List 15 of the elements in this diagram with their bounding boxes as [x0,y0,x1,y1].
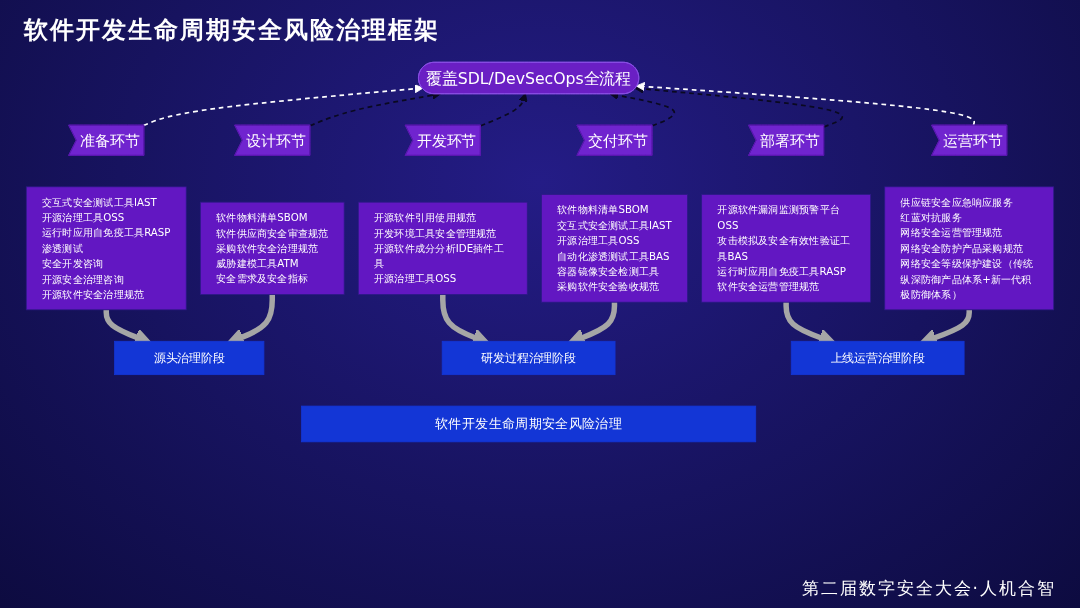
title: 软件开发生命周期安全风险治理框架 [24,15,440,46]
arrow [635,82,976,127]
arrow [479,92,528,127]
node-box: 开源软件引用使用规范 开发环境工具安全管理规范 开源软件成分分析IDE插件工具 开源治理工具OSS [357,201,528,295]
caption: 第二届数字安全大会·人机合智 [801,577,1056,600]
node-box: 软件物料清单SBOM 软件供应商安全审查规范 采购软件安全治理规范 威胁建模工具ATM 安全需求及安全指标 [199,201,345,295]
node-box: 供应链安全应急响应服务 红蓝对抗服务 网络安全运营管理规范 网络安全防护产品采购规范 网络安全等级保护建设（传统纵深防御产品体系+新一代积极防御体系） [884,186,1055,311]
node-box: 源头治理阶段 [114,340,265,376]
node-box: 软件物料清单SBOM 交互式安全测试工具IAST 开源治理工具OSS 自动化渗透测试工具BAS 容器镜像安全检测工具 采购软件安全验收规范 [541,194,688,303]
node-box: 上线运营治理阶段 [790,340,965,376]
arrow [142,84,424,127]
node-box: 开源软件漏洞监测预警平台OSS 攻击模拟及安全有效性验证工具BAS 运行时应用自免疫工具RASP 软件安全运营管理规范 [701,194,871,303]
node-box: 软件开发生命周期安全风险治理 [301,405,757,443]
node-box: 研发过程治理阶段 [441,340,616,376]
node-box: 交互式安全测试工具IAST 开源治理工具OSS 运行时应用自免疫工具RASP 渗透测试 安全开发咨询 开源安全治理咨询 开源软件安全治理规范 [25,186,187,311]
